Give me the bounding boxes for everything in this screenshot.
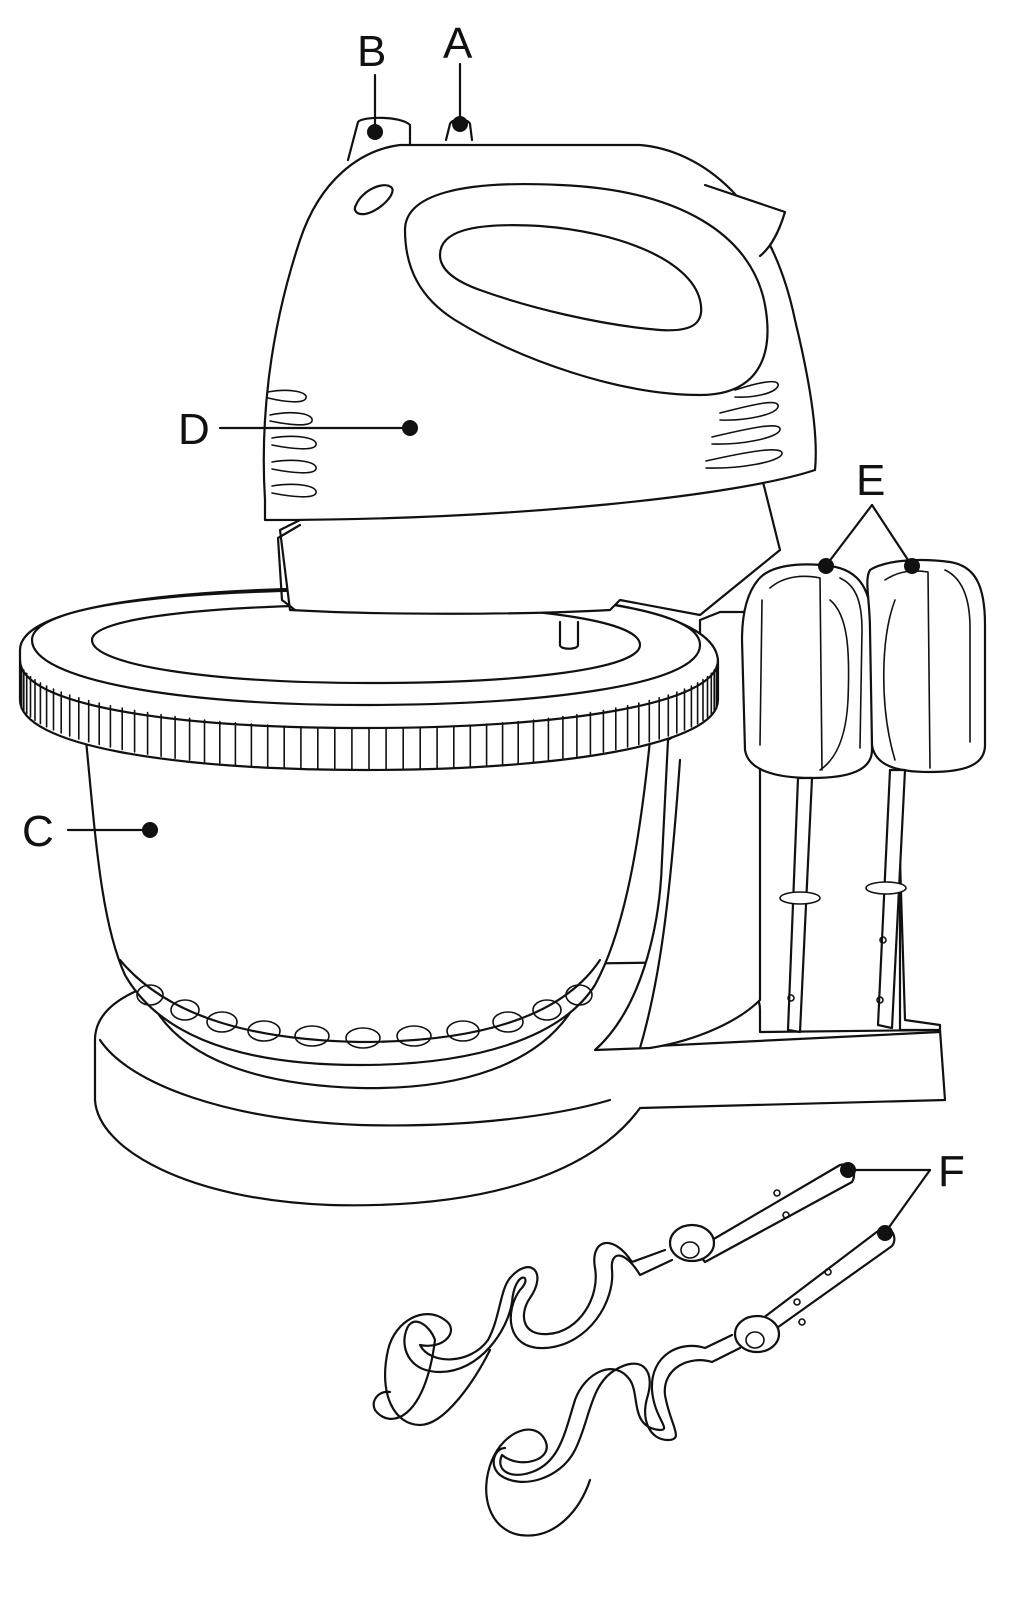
mixing-bowl [18, 586, 720, 1067]
bowl-base-ridges [136, 984, 593, 1049]
dough-hooks [372, 1163, 896, 1537]
mixer-head [262, 116, 817, 617]
label-a: A [443, 19, 473, 68]
label-b: B [357, 27, 386, 76]
callout-d: D [178, 405, 418, 454]
right-vents [705, 380, 783, 469]
dough-hook-upper [372, 1163, 856, 1427]
label-e: E [856, 456, 885, 505]
left-vents [267, 389, 317, 498]
beater-left [740, 563, 874, 1034]
callout-b: B [357, 27, 386, 140]
label-f: F [938, 1147, 965, 1196]
beater-right [865, 558, 987, 1030]
bowl-rim-ribs [19, 662, 719, 771]
dough-hook-lower [485, 1226, 896, 1537]
label-d: D [178, 405, 210, 454]
beaters [740, 558, 987, 1034]
callout-a: A [443, 19, 473, 132]
callout-c: C [22, 807, 158, 856]
callout-f: F [840, 1147, 965, 1241]
label-c: C [22, 807, 54, 856]
callout-e: E [818, 456, 920, 574]
